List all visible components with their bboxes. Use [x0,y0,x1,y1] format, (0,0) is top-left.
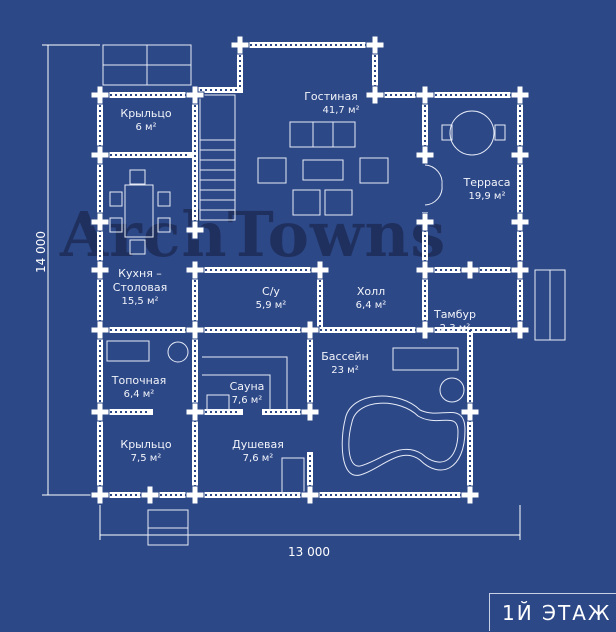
column-icon [415,212,435,232]
room-name: Гостиная [304,90,358,103]
column-icon [185,260,205,280]
column-icon [90,320,110,340]
room-area: 6 м² [135,122,157,133]
column-icon [510,85,530,105]
column-icon [510,212,530,232]
watermark: ArchTowns [60,198,447,271]
room-area: 7,6 м² [242,453,274,464]
column-icon [300,320,320,340]
room-area: 5,9 м² [255,300,287,311]
column-icon [510,260,530,280]
column-icon [90,260,110,280]
room-boiler: Топочная 6,4 м² [112,374,166,402]
room-area: 6,4 м² [355,300,387,311]
room-name: Крыльцо [120,438,172,451]
column-icon [90,485,110,505]
column-icon [310,260,330,280]
column-icon [90,402,110,422]
room-hall: Холл 6,4 м² [356,285,387,313]
room-shower: Душевая 7,6 м² [232,438,284,466]
dimension-width: 13 000 [288,545,330,559]
column-icon [185,402,205,422]
column-icon [230,35,250,55]
room-area: 23 м² [331,365,359,376]
column-icon [185,320,205,340]
room-porch-2: Крыльцо 7,5 м² [120,438,171,466]
room-terrace: Терраса 19,9 м² [464,176,511,204]
column-icon [415,320,435,340]
room-name: Кухня – Столовая [112,267,168,294]
column-icon [510,320,530,340]
room-area: 2,3 м² [439,323,471,334]
room-name: С/у [262,285,280,298]
column-icon [185,220,205,240]
column-icon [90,85,110,105]
room-living: Гостиная 41,7 м² [303,90,360,118]
room-name: Топочная [111,374,167,387]
column-icon [140,485,160,505]
room-name: Терраса [463,176,511,189]
column-icon [415,85,435,105]
column-icon [365,85,385,105]
room-pool: Бассейн 23 м² [321,350,369,378]
column-icon [460,260,480,280]
room-area: 6,4 м² [123,389,155,400]
column-icon [90,145,110,165]
log-columns [90,35,530,505]
room-name: Душевая [232,438,284,451]
column-icon [185,85,205,105]
column-icon [415,145,435,165]
room-name: Сауна [229,380,265,393]
room-area: 41,7 м² [322,105,360,116]
room-area: 15,5 м² [121,296,159,307]
column-icon [415,260,435,280]
furniture [102,44,566,546]
dimension-lines [42,44,521,540]
room-name: Холл [356,285,386,298]
room-sauna: Сауна 7,6 м² [230,380,265,408]
room-area: 19,9 м² [468,191,506,202]
column-icon [300,485,320,505]
room-area: 7,5 м² [130,453,162,464]
column-icon [90,212,110,232]
column-icon [185,485,205,505]
room-name: Крыльцо [120,107,172,120]
room-wc: С/у 5,9 м² [256,285,287,313]
dimension-height: 14 000 [34,231,48,273]
floor-label: 1Й ЭТАЖ [489,593,616,631]
column-icon [300,402,320,422]
room-kitchen: Кухня – Столовая 15,5 м² [110,267,170,309]
room-porch-1: Крыльцо 6 м² [120,107,171,135]
column-icon [460,402,480,422]
room-name: Бассейн [321,350,369,363]
column-icon [510,145,530,165]
room-vestibule: Тамбур 2,3 м² [434,308,476,336]
column-icon [460,485,480,505]
room-area: 7,6 м² [231,395,263,406]
room-name: Тамбур [433,308,477,321]
column-icon [365,35,385,55]
